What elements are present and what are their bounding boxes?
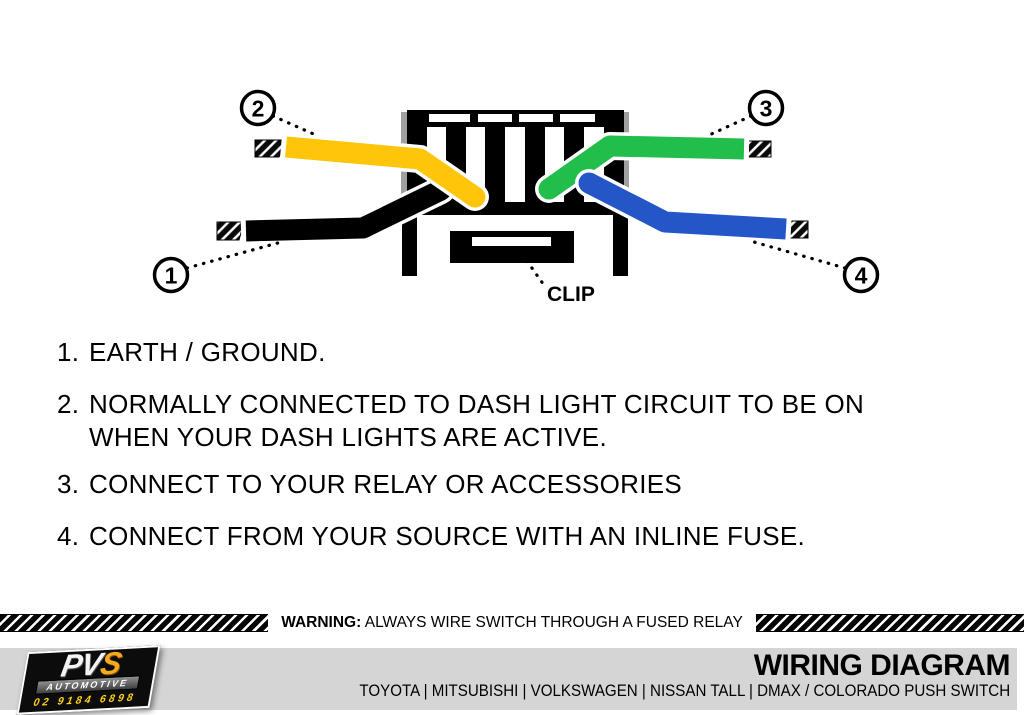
callout-circle-2 (239, 89, 277, 127)
leader-line-clip (525, 259, 548, 290)
page-subtitle: TOYOTA | MITSUBISHI | VOLKSWAGEN | NISSA… (359, 681, 1010, 700)
connector-top-slots (429, 114, 595, 122)
wire-1-black (245, 180, 446, 242)
leader-line-3 (705, 114, 753, 138)
instruction-number: 3. (57, 469, 80, 499)
leader-line-2 (271, 114, 320, 138)
logo-plate: PVS AUTOMOTIVE 02 9184 6898 (16, 645, 161, 715)
instruction-item-4: 4. CONNECT FROM YOUR SOURCE WITH AN INLI… (57, 520, 907, 553)
instruction-list: 1. EARTH / GROUND. 2. NORMALLY CONNECTED… (57, 336, 907, 572)
wire-2-end-cap (254, 139, 288, 158)
wire-4-blue (584, 173, 787, 240)
callout-circle-4 (842, 256, 880, 294)
wires (240, 132, 792, 245)
callout-number-4: 4 (855, 263, 868, 289)
wire-1-end-cap (216, 221, 245, 241)
pvs-automotive-logo: PVS AUTOMOTIVE 02 9184 6898 (16, 645, 161, 715)
warning-stripe-right (755, 614, 1024, 632)
callout-number-1: 1 (165, 263, 178, 289)
wire-3-green (542, 135, 745, 198)
footer-titles: WIRING DIAGRAM TOYOTA | MITSUBISHI | VOL… (279, 650, 1010, 701)
warning-text: WARNING: ALWAYS WIRE SWITCH THROUGH A FU… (268, 614, 756, 632)
instruction-text: EARTH / GROUND. (89, 337, 326, 367)
callout-number-2: 2 (252, 96, 265, 122)
instruction-item-3: 3. CONNECT TO YOUR RELAY OR ACCESSORIES (57, 468, 907, 501)
instruction-text: NORMALLY CONNECTED TO DASH LIGHT CIRCUIT… (89, 389, 865, 452)
callouts: 1 2 3 4 (152, 89, 880, 294)
warning-message: ALWAYS WIRE SWITCH THROUGH A FUSED RELAY (364, 614, 743, 631)
instruction-text: CONNECT TO YOUR RELAY OR ACCESSORIES (89, 469, 683, 499)
clip-label: CLIP (547, 283, 595, 306)
instruction-text: CONNECT FROM YOUR SOURCE WITH AN INLINE … (89, 521, 806, 551)
connector-body (400, 110, 630, 276)
warning-bar: WARNING: ALWAYS WIRE SWITCH THROUGH A FU… (0, 614, 1024, 632)
warning-label: WARNING: (281, 614, 362, 631)
leader-line-1 (185, 239, 287, 270)
instruction-item-2: 2. NORMALLY CONNECTED TO DASH LIGHT CIRC… (57, 388, 907, 454)
leader-line-4 (745, 238, 847, 270)
wire-2-yellow (285, 136, 481, 206)
push-switch-wiring-diagram: 1 2 3 4 CLIP (152, 89, 880, 306)
instruction-number: 2. (57, 389, 80, 419)
connector-clip (450, 231, 574, 263)
callout-circle-3 (747, 89, 785, 127)
instruction-item-1: 1. EARTH / GROUND. (57, 336, 907, 369)
leader-lines (185, 114, 847, 290)
instruction-number: 1. (57, 337, 80, 367)
page-title: WIRING DIAGRAM (753, 649, 1011, 682)
footer-bar: PVS AUTOMOTIVE 02 9184 6898 WIRING DIAGR… (0, 645, 1017, 715)
callout-circle-1 (152, 256, 190, 294)
instruction-number: 4. (57, 521, 80, 551)
callout-number-3: 3 (760, 96, 773, 122)
warning-stripe-left (0, 614, 269, 632)
